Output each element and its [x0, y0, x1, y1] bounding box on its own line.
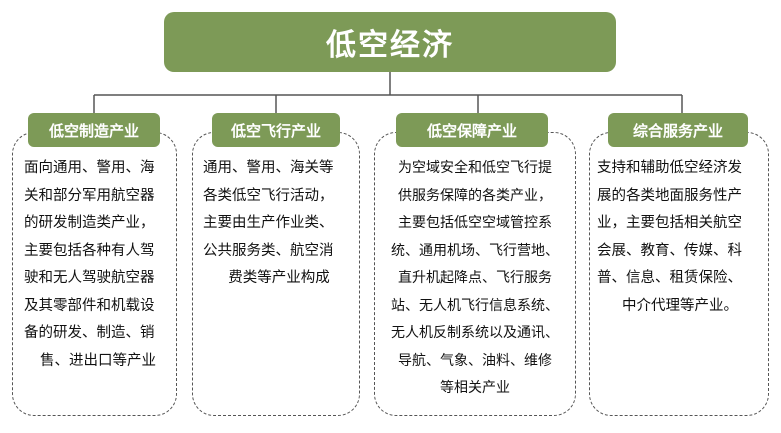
text-line: 备的研发、制造、销: [24, 325, 155, 341]
text-line: 主要包括各种有人驾: [24, 242, 155, 259]
text-line: 的研发制造类产业，: [24, 215, 155, 231]
text-line: 通用、警用、海关等: [203, 160, 334, 176]
text-line: 为空域安全和低空飞行提: [398, 160, 552, 176]
text-support: 为空域安全和低空飞行提 供服务保障的各类产业， 主要包括低空空域管控系 统、通用…: [380, 155, 570, 403]
text-line: 普、信息、租赁保险、: [597, 270, 742, 286]
text-line: 及其零部件和机载设: [24, 297, 155, 314]
text-line: 导航、气象、油料、维修: [398, 352, 552, 369]
text-line: 关和部分军用航空器: [24, 187, 155, 204]
tag-support: 低空保障产业: [396, 113, 548, 147]
tag-manufacturing: 低空制造产业: [28, 113, 160, 147]
text-services: 支持和辅助低空经济发 展的各类地面服务性产 业，主要包括相关航空 会展、教育、传…: [597, 155, 763, 320]
text-line: 公共服务类、航空消: [203, 242, 334, 259]
text-line: 等相关产业: [440, 380, 510, 396]
text-flight: 通用、警用、海关等 各类低空飞行活动， 主要由生产作业类、 公共服务类、航空消 …: [203, 155, 355, 293]
text-line: 支持和辅助低空经济发: [597, 160, 742, 176]
text-line: 直升机起降点、飞行服务: [398, 270, 552, 286]
text-line: 站、无人机飞行信息系统、: [391, 297, 559, 314]
text-line: 面向通用、警用、海: [24, 160, 155, 176]
root-title: 低空经济: [164, 12, 616, 72]
tag-services: 综合服务产业: [608, 113, 748, 147]
text-line: 展的各类地面服务性产: [597, 187, 742, 204]
text-line: 会展、教育、传媒、科: [597, 242, 742, 259]
text-line: 统、通用机场、飞行营地、: [391, 242, 559, 259]
text-line: 业，主要包括相关航空: [597, 215, 742, 231]
text-line: 无人机反制系统以及通讯、: [391, 325, 559, 341]
text-line: 各类低空飞行活动，: [203, 187, 334, 204]
text-line: 主要包括低空空域管控系: [398, 215, 552, 231]
text-line: 费类等产业构成: [228, 270, 330, 286]
tag-flight: 低空飞行产业: [212, 113, 340, 147]
text-line: 供服务保障的各类产业，: [398, 187, 552, 204]
text-line: 中介代理等产业。: [622, 297, 738, 314]
text-line: 售、进出口等产业: [40, 352, 156, 369]
text-manufacturing: 面向通用、警用、海 关和部分军用航空器 的研发制造类产业， 主要包括各种有人驾 …: [24, 155, 172, 375]
text-line: 主要由生产作业类、: [203, 215, 334, 231]
text-line: 驶和无人驾驶航空器: [24, 270, 155, 286]
